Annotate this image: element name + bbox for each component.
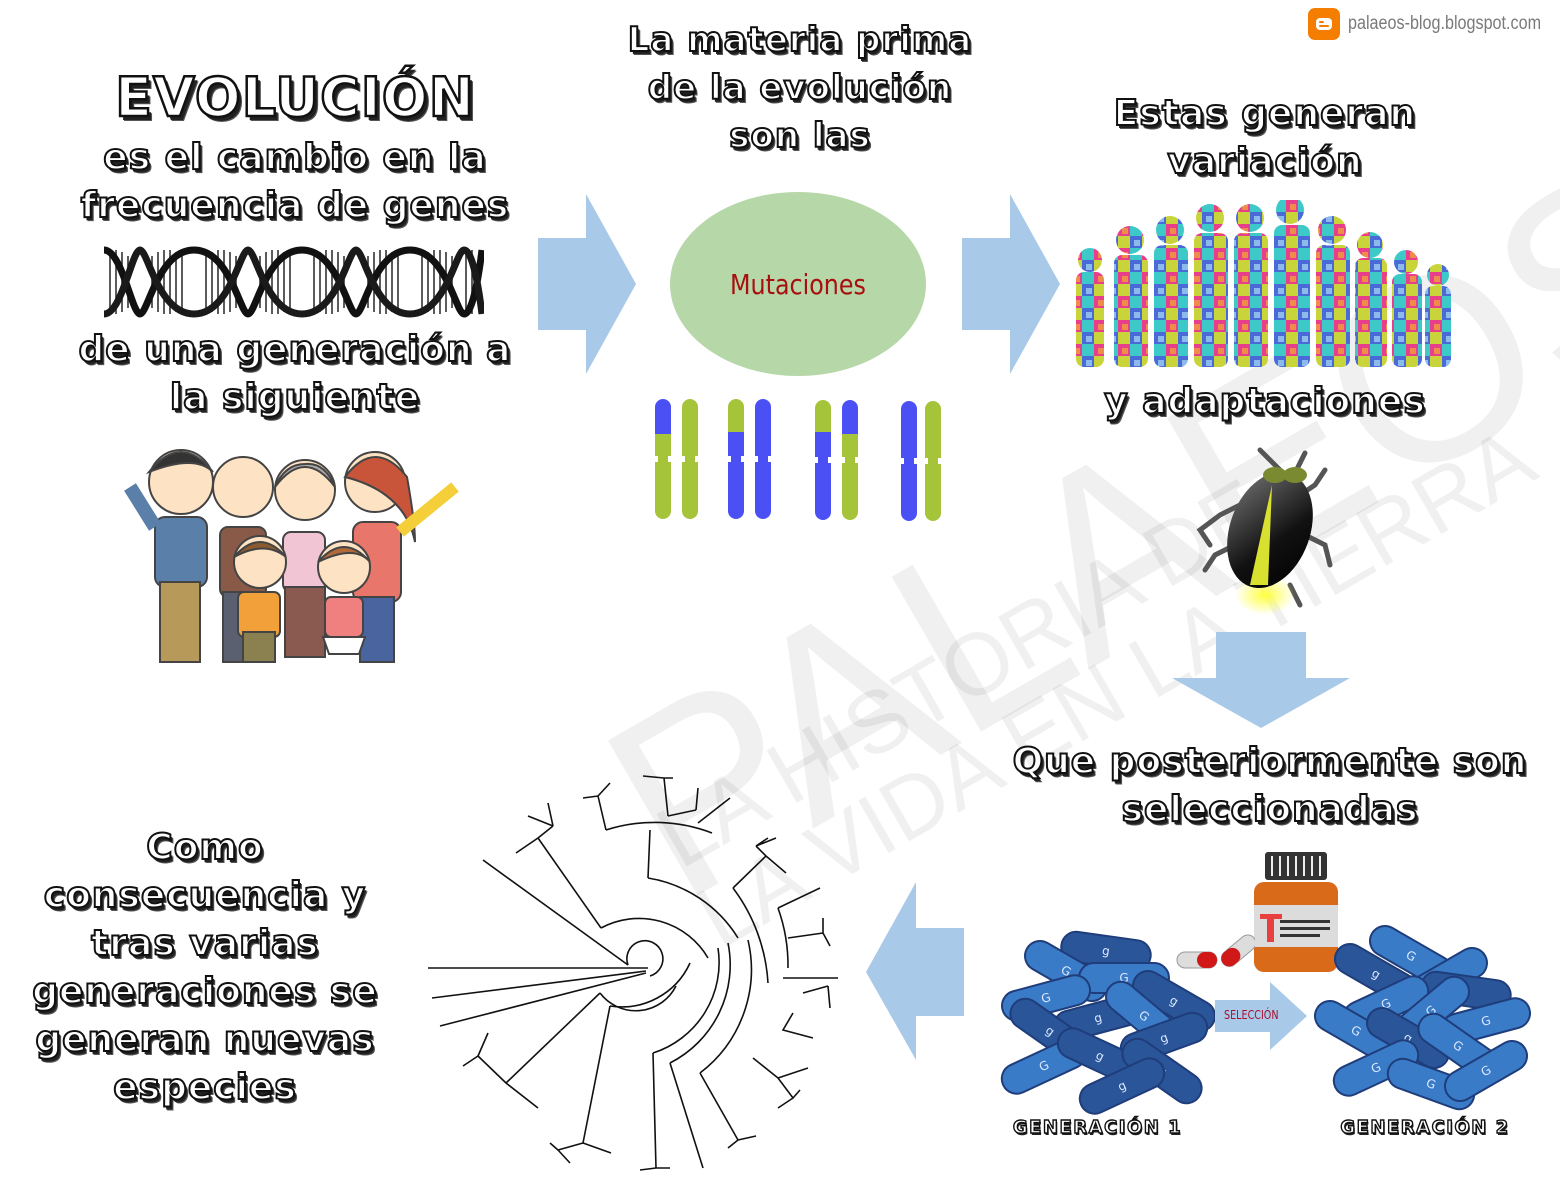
arrow-right-1 (538, 194, 636, 374)
arrow-down (1172, 632, 1350, 728)
pills (1176, 934, 1255, 969)
step3-line2: variación (1166, 140, 1363, 183)
step5-line3: tras varias (90, 922, 319, 965)
selection-label: SELECCIÓN (1224, 1008, 1279, 1022)
chromosome (728, 399, 744, 519)
step4-line1: Que posteriormente son (1012, 740, 1528, 783)
chromosome (842, 400, 858, 520)
step1-line1: es el cambio en la (102, 136, 487, 179)
step5-line2: consecuencia y (43, 874, 367, 917)
chromosome (655, 399, 671, 519)
antibiotic-bottle (1254, 852, 1338, 972)
mosaic-people-silhouettes (1076, 200, 1451, 367)
chromosome (815, 400, 831, 520)
generation2-label: GENERACIÓN 2 (1340, 1116, 1510, 1138)
step4-line2: seleccionadas (1121, 788, 1419, 831)
generation1-label: GENERACIÓN 1 (1012, 1116, 1183, 1138)
step5-line4: generaciones se (31, 970, 378, 1013)
mutaciones-bubble: Mutaciones (670, 192, 926, 376)
step1-line2: frecuencia de genes (80, 184, 510, 227)
firefly-image (1196, 447, 1333, 615)
family-illustration (124, 449, 459, 663)
chromosome (925, 401, 941, 521)
phylogenetic-tree (428, 775, 838, 1171)
step5-line6: especies (112, 1066, 297, 1109)
step2-line1: La materia prima (627, 19, 973, 61)
blogger-icon (1308, 8, 1340, 40)
selection-arrow (1215, 982, 1307, 1050)
chromosome (901, 401, 917, 521)
step5-line5: generan nuevas (34, 1018, 375, 1061)
step2-line2: de la evolución (647, 67, 953, 109)
arrow-right-2 (962, 194, 1060, 374)
step3-line3: y adaptaciones (1103, 380, 1426, 423)
mutaciones-label: Mutaciones (730, 267, 866, 301)
arrow-left (866, 882, 964, 1060)
step3-line1: Estas generan (1113, 92, 1417, 135)
blog-link[interactable]: palaeos-blog.blogspot.com (1308, 8, 1560, 40)
step5-line1: Como (145, 826, 264, 869)
step1-line3: de una generación a (78, 328, 512, 371)
step1-line4: la siguiente (169, 376, 421, 419)
chromosome (755, 399, 771, 519)
chromosome (682, 399, 698, 519)
step2-line3: son las (728, 115, 871, 157)
blog-url: palaeos-blog.blogspot.com (1348, 13, 1542, 34)
dna-helix-image (102, 246, 484, 318)
evolucion-title: EVOLUCIÓN (114, 65, 475, 130)
